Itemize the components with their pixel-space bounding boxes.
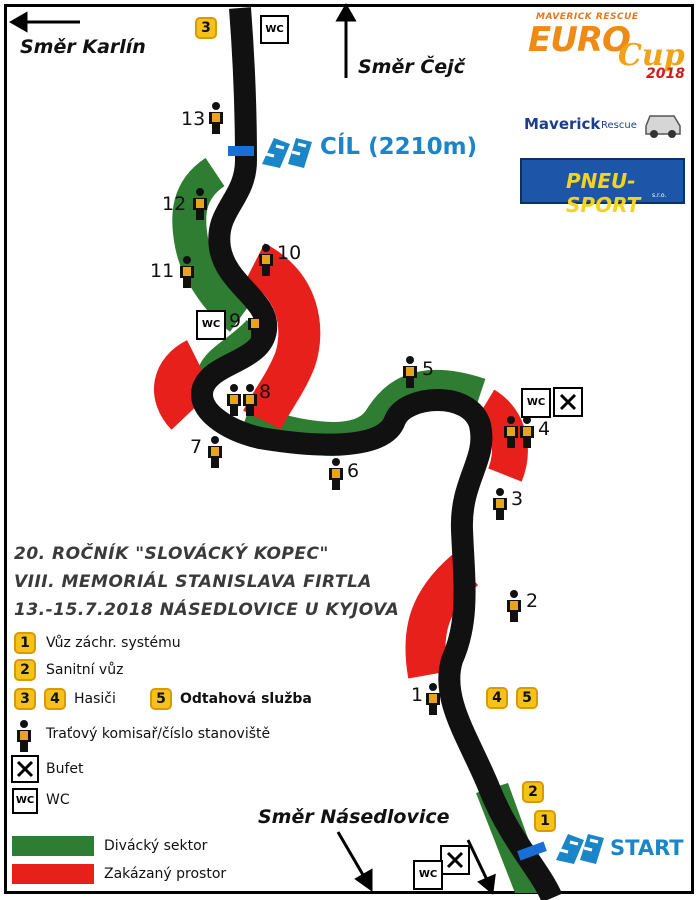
finish-label: CÍL (2210m)	[320, 134, 478, 160]
logo-maverick: Maverick Rescue	[522, 110, 684, 138]
legend-bufet: Bufet	[46, 761, 84, 777]
marshal-1-icon	[426, 683, 440, 715]
badge-start-2: 2	[522, 781, 544, 803]
race-road	[191, 7, 563, 900]
legend-badge-5: 5	[150, 688, 172, 710]
post-number-1: 1	[411, 684, 424, 706]
post-number-9: 9	[229, 310, 242, 332]
legend-wc: WC	[46, 792, 70, 808]
legend-bufet-icon	[11, 755, 39, 783]
post-number-11: 11	[150, 260, 175, 282]
marshal-6-icon	[329, 458, 343, 490]
logo-euro-main: EURO	[528, 20, 631, 60]
finish-flag-icon	[262, 138, 312, 168]
legend-item-3: Hasiči	[74, 691, 116, 707]
wc-top: WC	[260, 15, 289, 44]
finish-line	[228, 146, 254, 156]
marshal-7-icon	[208, 436, 222, 468]
arrow-cejc-icon	[335, 2, 357, 78]
arrow-nasedlovice-icon	[336, 831, 373, 892]
legend-item-2: Sanitní vůz	[46, 662, 124, 678]
post-number-5: 5	[422, 358, 435, 380]
post-number-13: 13	[181, 108, 206, 130]
post-number-7: 7	[190, 436, 203, 458]
post-number-12: 12	[162, 193, 187, 215]
post-number-10: 10	[277, 242, 302, 264]
logo-maverick-rescue: Rescue	[601, 120, 637, 131]
logo-euro-cup: MAVERICK RESCUE EURO Cup 2018	[518, 12, 686, 84]
event-title-line3: 13.-15.7.2018 NÁSEDLOVICE U KYJOVA	[14, 600, 400, 620]
wc-post-9: WC	[196, 310, 226, 340]
legend-forbidden: Zakázaný prostor	[104, 866, 227, 882]
legend-marshal-icon	[17, 720, 31, 752]
start-line	[517, 841, 547, 861]
start-label: START	[610, 836, 684, 860]
wc-start: WC	[413, 860, 443, 890]
event-title-line2: VIII. MEMORIÁL STANISLAVA FIRTLA	[14, 572, 372, 592]
wc-post-4: WC	[521, 388, 551, 418]
marshal-8a-icon	[227, 384, 241, 416]
logo-pneu-sub: s.r.o.	[652, 192, 667, 199]
bufet-icon-bottom	[440, 845, 470, 875]
arrow-karlin-icon	[8, 11, 80, 33]
logo-euro-cup-text: Cup	[618, 38, 685, 73]
legend-badge-2: 2	[14, 659, 36, 681]
legend-spectator: Divácký sektor	[104, 838, 208, 854]
forbidden-zone-7	[154, 340, 207, 430]
direction-karlin: Směr Karlín	[20, 36, 146, 58]
legend-marshal: Traťový komisař/číslo stanoviště	[46, 726, 271, 742]
badge-top-3: 3	[195, 17, 217, 39]
logo-euro-top: MAVERICK RESCUE	[536, 12, 639, 22]
marshal-2-icon	[507, 590, 521, 622]
badge-4: 4	[486, 687, 508, 709]
logo-euro-year: 2018	[646, 66, 685, 82]
logo-pneu-text: PNEU-SPORT	[566, 169, 641, 217]
legend-badge-4: 4	[44, 688, 66, 710]
map-frame	[4, 4, 694, 894]
post-number-8: 8	[259, 381, 272, 403]
legend-wc-icon: WC	[12, 788, 38, 814]
start-flag-icon	[556, 834, 604, 864]
maverick-car-icon	[645, 115, 681, 138]
bufet-icon-top	[553, 387, 583, 417]
direction-cejc: Směr Čejč	[358, 56, 465, 78]
logo-pneu-sport: PNEU-SPORT s.r.o.	[520, 158, 685, 217]
legend-item-5: Odtahová služba	[180, 691, 312, 707]
post-number-3: 3	[511, 488, 524, 510]
direction-nasedlovice: Směr Násedlovice	[258, 806, 450, 828]
arrow-exit-icon	[466, 839, 496, 895]
legend-badge-3: 3	[14, 688, 36, 710]
legend-item-1: Vůz záchr. systému	[46, 635, 181, 651]
legend-badge-1: 1	[14, 632, 36, 654]
post-number-2: 2	[526, 590, 539, 612]
event-title-line1: 20. ROČNÍK "SLOVÁCKÝ KOPEC"	[14, 544, 329, 564]
post-number-4: 4	[538, 418, 551, 440]
marshal-13-icon	[209, 102, 223, 134]
badge-start-1: 1	[534, 810, 556, 832]
legend-spectator-swatch	[12, 836, 94, 856]
logo-maverick-text: Maverick	[524, 115, 601, 133]
post-number-6: 6	[347, 460, 360, 482]
legend-forbidden-swatch	[12, 864, 94, 884]
marshal-3-icon	[493, 488, 507, 520]
forbidden-zone-10	[243, 243, 321, 430]
badge-5: 5	[516, 687, 538, 709]
